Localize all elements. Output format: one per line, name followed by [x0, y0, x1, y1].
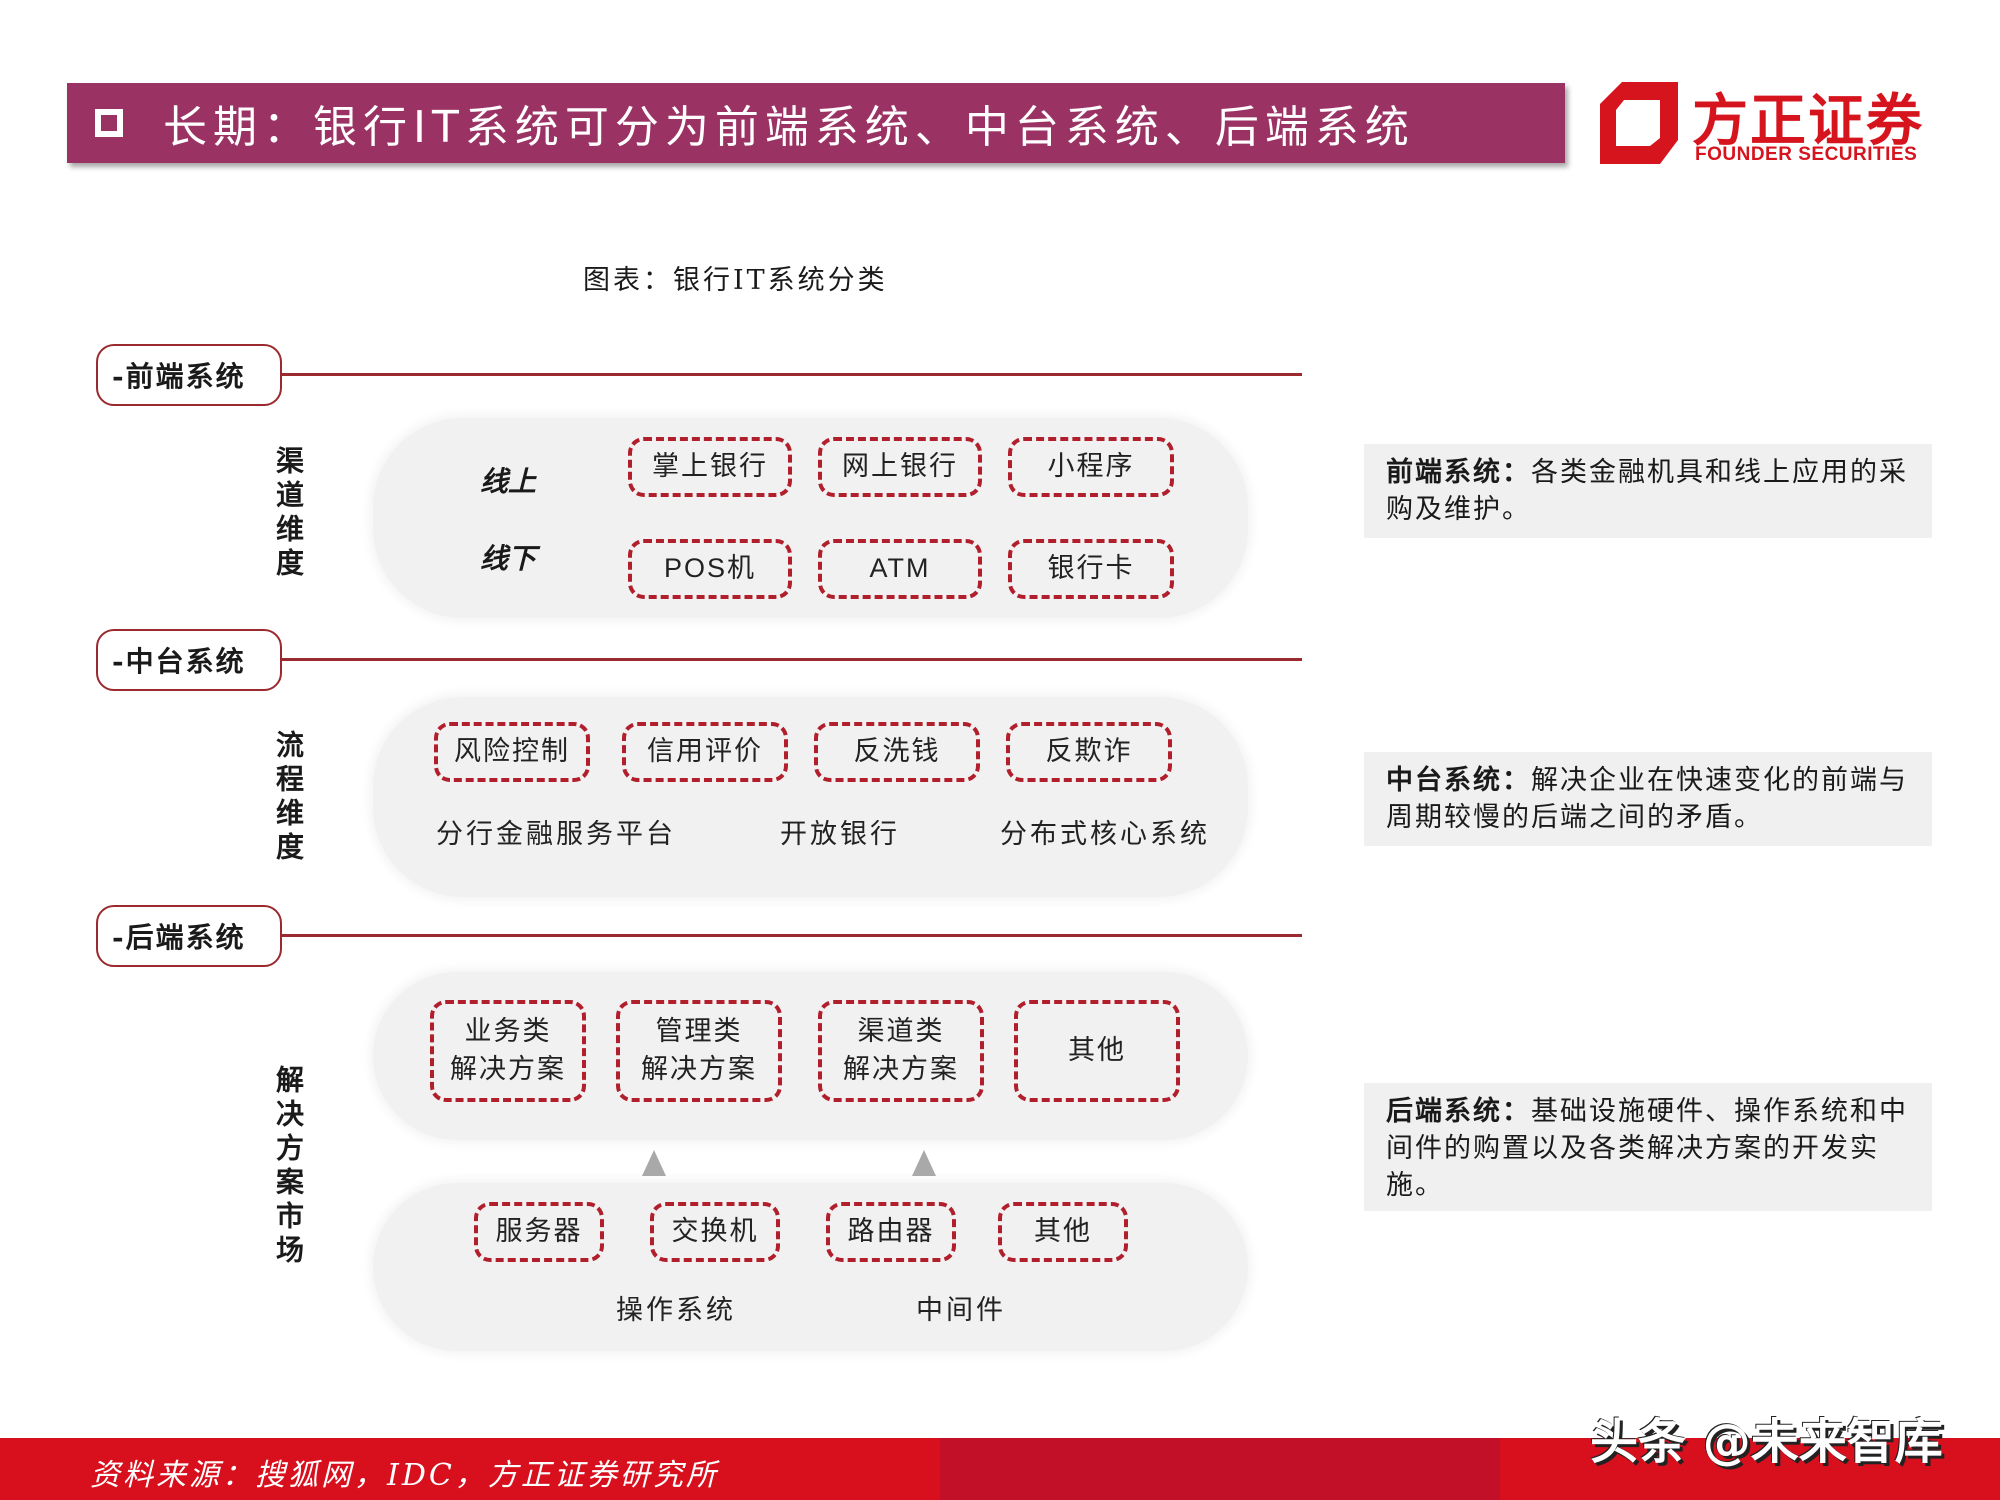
business-solution-box: 业务类 解决方案 [430, 1000, 586, 1102]
back-section-line [250, 934, 1302, 937]
online-banking-box: 网上银行 [818, 437, 982, 497]
anti-money-laundering-box: 反洗钱 [814, 722, 980, 782]
pos-box: POS机 [628, 539, 792, 599]
bank-card-box: 银行卡 [1008, 539, 1174, 599]
back-dimension-label: 解决方案市场 [272, 1065, 305, 1269]
open-banking-text: 开放银行 [780, 819, 900, 850]
up-arrow-icon [912, 1150, 936, 1176]
distributed-core-text: 分布式核心系统 [1000, 819, 1210, 850]
footer-bar [0, 1438, 2000, 1500]
logo-en-text: FOUNDER SECURITIES [1695, 144, 1918, 165]
square-outline-icon [95, 109, 123, 137]
source-note: 资料来源：搜狐网，IDC，方正证券研究所 [90, 1458, 719, 1493]
other-solution-box: 其他 [1014, 1000, 1180, 1102]
operating-system-text: 操作系统 [616, 1295, 736, 1326]
middle-description-text: 解决企业在快速变化的前端与周期较慢的后端之间的矛盾。 [1386, 765, 1908, 833]
front-dimension-label: 渠道维度 [272, 446, 305, 582]
router-box: 路由器 [826, 1202, 956, 1262]
other-hardware-box: 其他 [998, 1202, 1128, 1262]
management-solution-line2: 解决方案 [641, 1054, 757, 1085]
middle-description: 中台系统：解决企业在快速变化的前端与周期较慢的后端之间的矛盾。 [1364, 752, 1932, 846]
management-solution-box: 管理类 解决方案 [616, 1000, 782, 1102]
back-description-term: 后端系统： [1386, 1096, 1531, 1127]
back-description-text: 基础设施硬件、操作系统和中间件的购置以及各类解决方案的开发实施。 [1386, 1096, 1908, 1201]
front-channel-panel [373, 418, 1248, 618]
front-section-label: -前端系统 [96, 344, 282, 406]
middle-process-panel [373, 697, 1248, 897]
online-row-label: 线上 [480, 465, 537, 498]
figure-caption: 图表：银行IT系统分类 [583, 265, 888, 296]
logo-mark-icon [1600, 82, 1678, 164]
risk-control-box: 风险控制 [434, 722, 590, 782]
middleware-text: 中间件 [916, 1295, 1006, 1326]
mini-program-box: 小程序 [1008, 437, 1174, 497]
founder-securities-logo: 方正证券 FOUNDER SECURITIES [1600, 80, 1930, 170]
channel-solution-line1: 渠道类 [857, 1016, 945, 1048]
switch-box: 交换机 [650, 1202, 780, 1262]
infrastructure-panel [373, 1183, 1248, 1351]
other-solution-line1: 其他 [1068, 1035, 1126, 1067]
server-box: 服务器 [474, 1202, 604, 1262]
channel-solution-line2: 解决方案 [843, 1054, 959, 1085]
up-arrow-icon [642, 1150, 666, 1176]
page-title: 长期：银行IT系统可分为前端系统、中台系统、后端系统 [163, 102, 1415, 153]
back-section-label: -后端系统 [96, 905, 282, 967]
watermark: 头条 @未来智库 [1590, 1414, 1943, 1470]
mobile-banking-box: 掌上银行 [628, 437, 792, 497]
middle-description-term: 中台系统： [1386, 765, 1531, 796]
middle-dimension-label: 流程维度 [272, 730, 305, 866]
management-solution-line1: 管理类 [655, 1016, 743, 1048]
back-description: 后端系统：基础设施硬件、操作系统和中间件的购置以及各类解决方案的开发实施。 [1364, 1083, 1932, 1211]
atm-box: ATM [818, 539, 982, 599]
credit-rating-box: 信用评价 [622, 722, 788, 782]
front-section-line [250, 373, 1302, 376]
business-solution-line2: 解决方案 [450, 1054, 566, 1085]
business-solution-line1: 业务类 [464, 1016, 552, 1048]
middle-section-line [250, 658, 1302, 661]
channel-solution-box: 渠道类 解决方案 [818, 1000, 984, 1102]
title-bar: 长期：银行IT系统可分为前端系统、中台系统、后端系统 [67, 83, 1565, 163]
middle-section-label: -中台系统 [96, 629, 282, 691]
front-description-term: 前端系统： [1386, 457, 1531, 488]
logo-cn-text: 方正证券 [1692, 89, 1924, 154]
front-description: 前端系统：各类金融机具和线上应用的采购及维护。 [1364, 444, 1932, 538]
offline-row-label: 线下 [480, 542, 537, 575]
branch-platform-text: 分行金融服务平台 [436, 819, 676, 850]
front-description-text: 各类金融机具和线上应用的采购及维护。 [1386, 457, 1908, 525]
anti-fraud-box: 反欺诈 [1006, 722, 1172, 782]
